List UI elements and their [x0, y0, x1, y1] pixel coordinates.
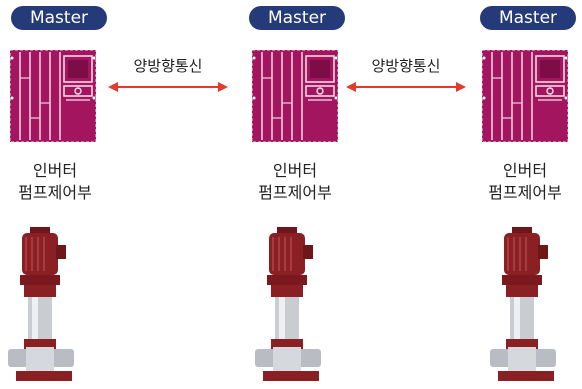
link-label: 양방향통신: [133, 57, 203, 75]
caption-line-1: 인버터: [272, 161, 318, 180]
caption-line-2: 펌프제어부: [258, 183, 332, 202]
unit-caption: 인버터 펌프제어부: [465, 160, 582, 204]
unit-2: Master: [235, 0, 365, 387]
vertical-pump-icon: [255, 225, 335, 385]
master-badge: Master: [11, 6, 107, 30]
caption-line-2: 펌프제어부: [18, 183, 92, 202]
caption-line-1: 인버터: [502, 161, 548, 180]
bidirectional-link-2: 양방향통신: [346, 56, 466, 100]
vertical-pump-icon: [490, 225, 570, 385]
bidirectional-link-1: 양방향통신: [108, 56, 228, 100]
master-badge: Master: [480, 6, 576, 30]
vertical-pump-icon: [8, 225, 88, 385]
inverter-panel-icon: [6, 48, 100, 144]
caption-line-1: 인버터: [32, 161, 78, 180]
link-label: 양방향통신: [371, 57, 441, 75]
double-arrow-icon: [108, 82, 228, 92]
inverter-panel-icon: [478, 48, 572, 144]
inverter-panel-icon: [248, 48, 342, 144]
unit-caption: 인버터 펌프제어부: [235, 160, 355, 204]
caption-line-2: 펌프제어부: [488, 183, 562, 202]
master-badge: Master: [249, 6, 345, 30]
double-arrow-icon: [346, 82, 466, 92]
unit-1: Master: [0, 0, 130, 387]
unit-caption: 인버터 펌프제어부: [0, 160, 115, 204]
unit-3: Master: [470, 0, 582, 387]
